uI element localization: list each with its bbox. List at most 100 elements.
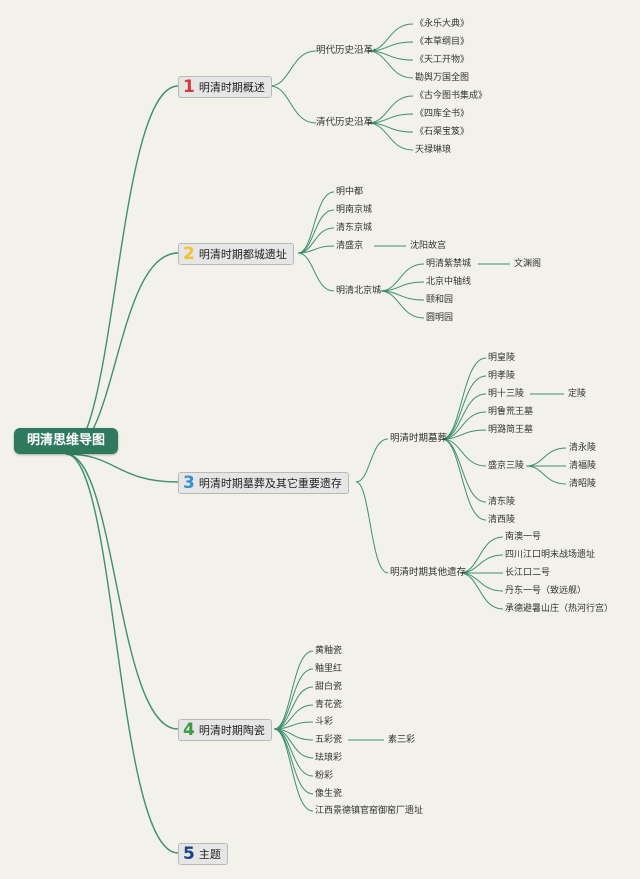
leaf-shiqu[interactable]: 《石渠宝笈》	[415, 127, 470, 137]
leaf-youlihong[interactable]: 釉里红	[315, 664, 343, 674]
link-32	[441, 429, 487, 440]
leaf-chengde[interactable]: 承德避暑山庄（热河行宫）	[505, 604, 614, 614]
node-ming-history[interactable]: 明代历史沿革·	[316, 45, 377, 56]
leaf-yongle[interactable]: 《永乐大典》	[415, 19, 470, 29]
link-16	[297, 209, 335, 254]
leaf-yongling[interactable]: 清永陵	[569, 443, 597, 453]
link-41	[459, 554, 504, 574]
leaf-yuanmingyuan[interactable]: 圆明园	[426, 313, 454, 323]
link-47	[273, 686, 314, 730]
leaf-qingdongling[interactable]: 清东陵	[488, 497, 516, 507]
link-27	[355, 481, 389, 574]
link-39	[525, 465, 567, 485]
link-34	[441, 438, 487, 503]
branch-4-number: 4	[183, 720, 195, 740]
leaf-doucai[interactable]: 斗彩	[315, 717, 334, 727]
leaf-xiangsheng[interactable]: 像生瓷	[315, 789, 343, 799]
leaf-susancai[interactable]: 素三彩	[388, 735, 416, 745]
leaf-zijincheng[interactable]: 明清紫禁城	[426, 259, 472, 269]
branch-2-label: 明清时期都城遗址	[198, 248, 287, 261]
link-1	[65, 252, 179, 455]
leaf-changjiang2[interactable]: 长江口二号	[505, 568, 551, 578]
link-33	[441, 438, 487, 467]
link-37	[525, 447, 567, 467]
leaf-minghuangling[interactable]: 明皇陵	[488, 353, 516, 363]
leaf-ming13[interactable]: 明十三陵	[488, 389, 525, 399]
leaf-qinghua[interactable]: 青花瓷	[315, 700, 343, 710]
link-15	[297, 191, 335, 254]
link-24	[379, 290, 425, 319]
link-19	[297, 252, 335, 292]
leaf-huangyou[interactable]: 黄釉瓷	[315, 646, 343, 656]
leaf-tianlu[interactable]: 天禄琳琅	[415, 145, 452, 155]
link-52	[273, 728, 314, 777]
link-0	[65, 85, 179, 455]
node-tombs[interactable]: 明清时期墓葬	[390, 433, 448, 444]
leaf-dongjing[interactable]: 清东京城	[336, 223, 373, 233]
link-17	[297, 227, 335, 254]
link-44	[459, 572, 504, 610]
leaf-zhaoling[interactable]: 清昭陵	[569, 479, 597, 489]
leaf-gujin[interactable]: 《古今图书集成》	[415, 91, 488, 101]
link-11	[367, 95, 414, 124]
leaf-fuling[interactable]: 清福陵	[569, 461, 597, 471]
leaf-siku[interactable]: 《四库全书》	[415, 109, 470, 119]
link-10	[367, 50, 414, 79]
link-29	[441, 375, 487, 440]
node-qing-history[interactable]: 清代历史沿革	[316, 117, 374, 128]
leaf-qingxiling[interactable]: 清西陵	[488, 515, 516, 525]
link-6	[269, 85, 317, 124]
leaf-luhuang[interactable]: 明鲁荒王墓	[488, 407, 534, 417]
link-48	[273, 704, 314, 730]
leaf-nanao[interactable]: 南澳一号	[505, 532, 542, 542]
leaf-lujian[interactable]: 明潞简王墓	[488, 425, 534, 435]
leaf-tianbai[interactable]: 甜白瓷	[315, 682, 343, 692]
leaf-shenyang[interactable]: 沈阳故宫	[410, 241, 447, 251]
link-54	[273, 728, 314, 812]
leaf-fencai[interactable]: 粉彩	[315, 771, 334, 781]
leaf-dingling[interactable]: 定陵	[568, 389, 587, 399]
branch-2-number: 2	[183, 244, 195, 264]
link-14	[367, 122, 414, 151]
link-18	[297, 245, 335, 254]
leaf-dandong1[interactable]: 丹东一号（致远舰）	[505, 586, 587, 596]
leaf-tiangong[interactable]: 《天工开物》	[415, 55, 470, 65]
leaf-kanyu[interactable]: 勘舆万国全图	[415, 73, 470, 83]
leaf-falang[interactable]: 珐琅彩	[315, 753, 343, 763]
leaf-jiangkou[interactable]: 四川江口明末战场遗址	[505, 550, 596, 560]
branch-1-label: 明清时期概述	[198, 81, 265, 94]
node-other-remains[interactable]: 明清时期其他遗存	[390, 567, 467, 578]
leaf-wucai[interactable]: 五彩瓷	[315, 735, 343, 745]
link-28	[441, 357, 487, 440]
node-shengjing-sanling[interactable]: 盛京三陵	[488, 461, 525, 471]
leaf-bencao[interactable]: 《本草纲目》	[415, 37, 470, 47]
link-4	[65, 453, 179, 854]
link-2	[65, 453, 179, 483]
leaf-zhongzhou[interactable]: 北京中轴线	[426, 277, 472, 287]
leaf-jingdezhen[interactable]: 江西景德镇官窑御窑厂遗址	[315, 806, 424, 816]
root-node[interactable]: 明清思维导图	[14, 428, 118, 454]
link-43	[459, 572, 504, 592]
branch-3-number: 3	[183, 473, 195, 493]
leaf-yiheyuan[interactable]: 颐和园	[426, 295, 454, 305]
link-21	[379, 263, 425, 292]
leaf-wenyuange[interactable]: 文渊阁	[514, 259, 542, 269]
link-26	[355, 438, 389, 483]
node-shengjing[interactable]: 清盛京	[336, 241, 364, 251]
leaf-mingxiaoling[interactable]: 明孝陵	[488, 371, 516, 381]
node-beijing[interactable]: 明清北京城	[336, 286, 382, 296]
branch-5-number: 5	[183, 844, 195, 864]
link-35	[441, 438, 487, 521]
link-40	[459, 536, 504, 574]
leaf-nanjing[interactable]: 明南京城	[336, 205, 373, 215]
link-45	[273, 650, 314, 730]
branch-4-label: 明清时期陶瓷	[198, 724, 265, 737]
leaf-mingzhongdu[interactable]: 明中都	[336, 187, 364, 197]
link-53	[273, 728, 314, 795]
